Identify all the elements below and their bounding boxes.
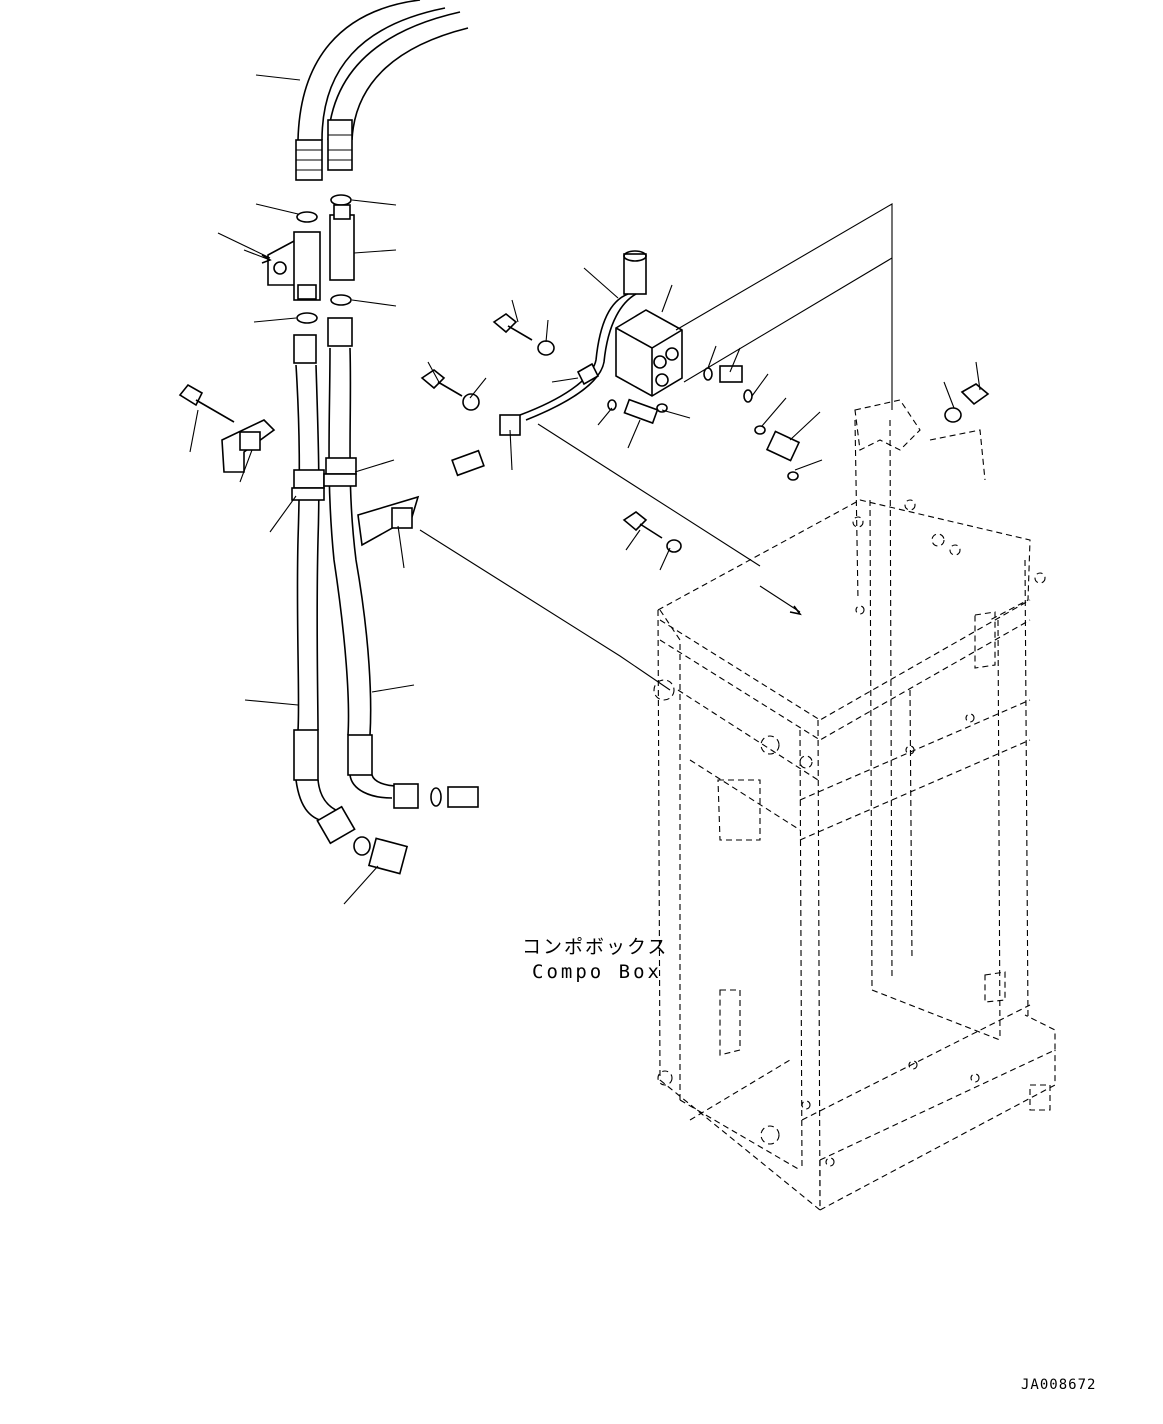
o-ring-set-upper: [296, 194, 352, 324]
compo-box-label-en: Compo Box: [532, 961, 662, 983]
check-valve-pair: [267, 204, 355, 301]
lower-hose-pair: [291, 317, 419, 845]
upper-hose-pair: [295, 0, 469, 181]
assembly-lines: [243, 203, 893, 691]
leader-lines: [189, 74, 981, 905]
hose-clamp-left: [178, 383, 420, 547]
drawing-code: JA008672: [1021, 1377, 1097, 1393]
compo-box-frame: [653, 399, 1056, 1212]
solenoid-valve-block: [451, 250, 683, 477]
valve-fittings: [420, 313, 990, 553]
compo-box-label-jp: コンポボックス: [522, 936, 669, 958]
adapter-fittings: [353, 786, 479, 875]
